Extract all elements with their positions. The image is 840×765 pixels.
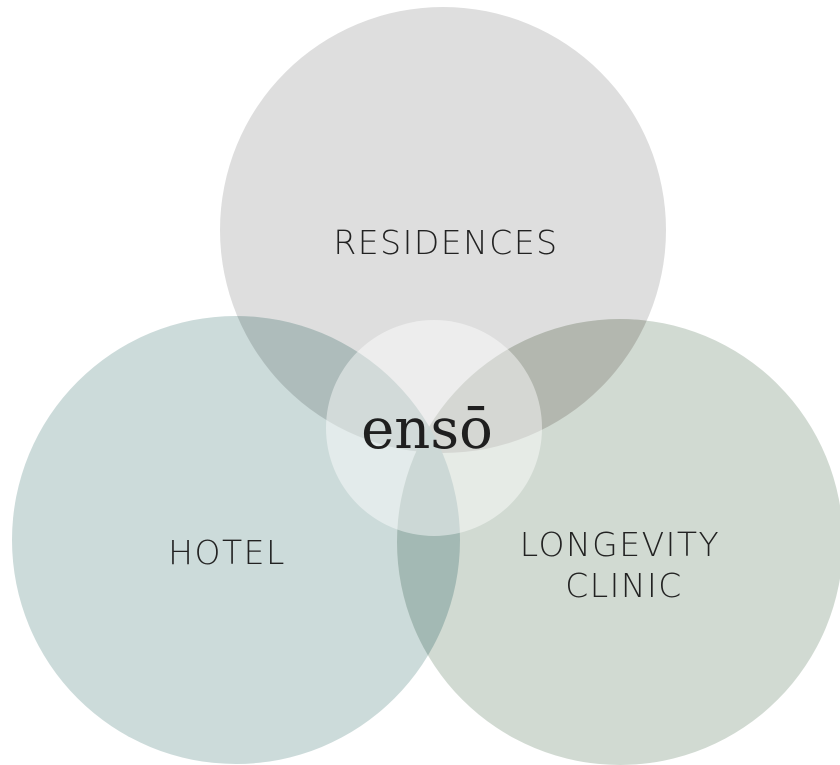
longevity-label: LONGEVITY	[520, 525, 720, 564]
residences-label: RESIDENCES	[333, 223, 558, 262]
clinic-label: CLINIC	[565, 566, 683, 605]
hotel-label: HOTEL	[168, 533, 286, 572]
residences-clinic-overlap	[397, 319, 666, 453]
enso-logo: ensō	[361, 397, 493, 462]
center-disc	[326, 320, 542, 536]
residences-hotel-overlap	[220, 316, 460, 453]
